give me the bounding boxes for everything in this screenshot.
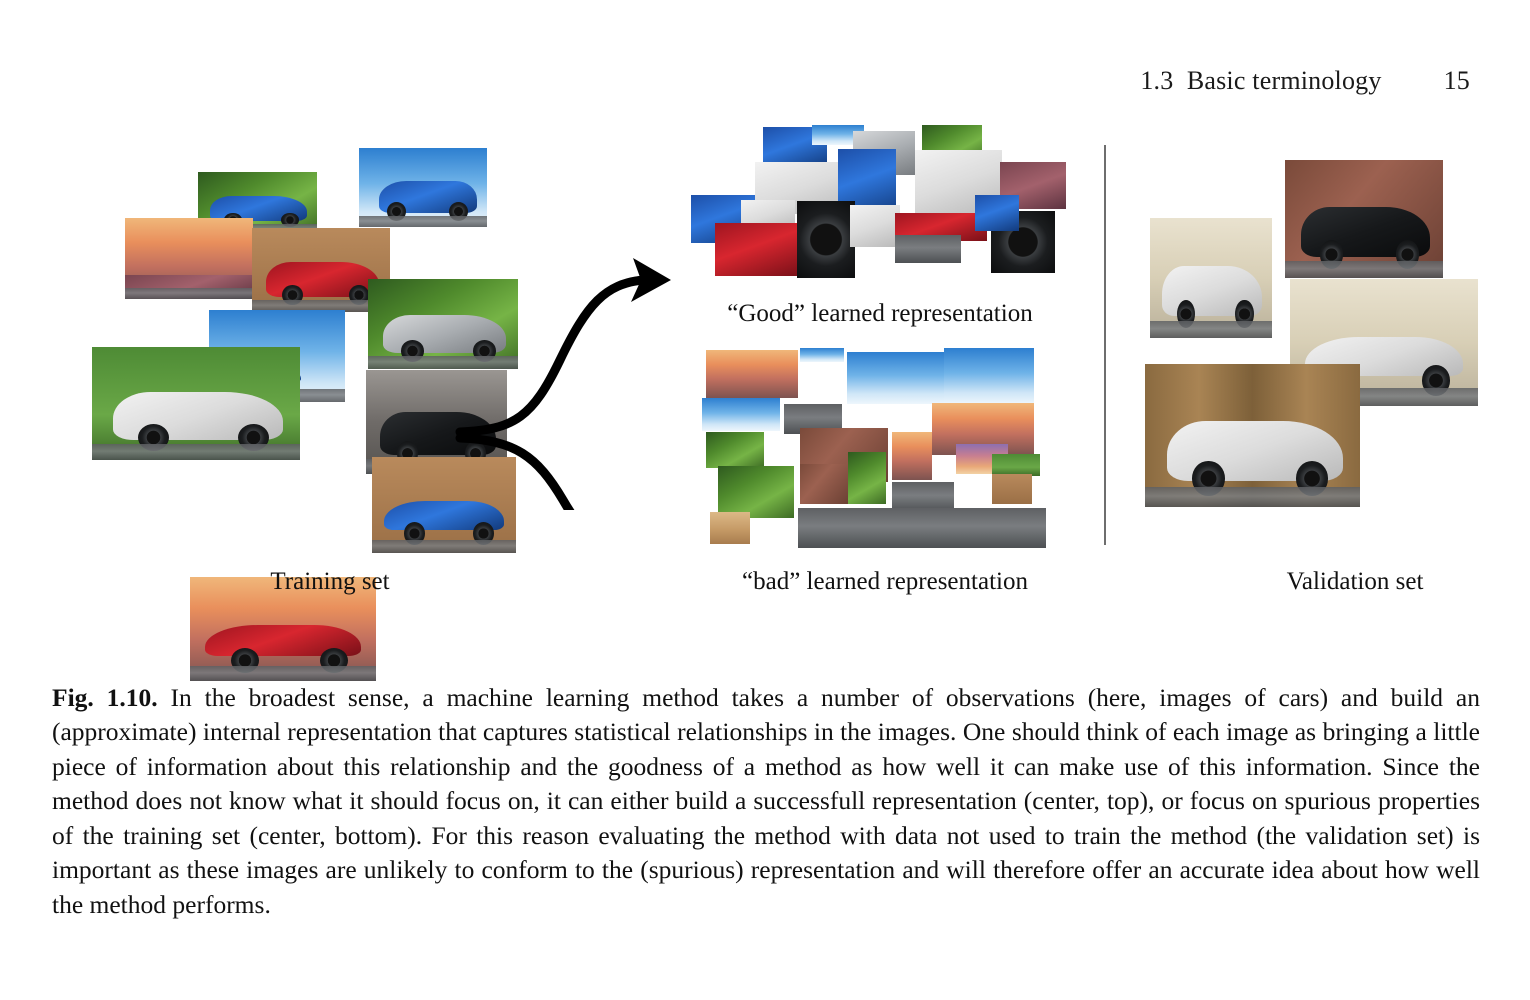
car-wheel — [472, 522, 495, 546]
ground-strip — [1150, 321, 1272, 338]
patch-blue-roof — [812, 125, 864, 145]
patch-red-bumper — [715, 223, 799, 276]
running-head: 1.3 Basic terminology 15 — [1140, 66, 1470, 96]
ground-strip — [198, 223, 317, 232]
car-wheel — [1395, 240, 1420, 269]
patch-field-green — [992, 454, 1040, 476]
bad-representation-label: “bad” learned representation — [742, 568, 1028, 595]
patch-asphalt — [895, 235, 961, 263]
patch-sea-horizon — [702, 398, 780, 431]
ground-strip — [372, 539, 516, 553]
patch-racetrack — [892, 482, 954, 512]
ground-strip — [92, 444, 300, 460]
white-range-rover-evoque — [92, 347, 300, 460]
training-set-label: Training set — [270, 568, 390, 595]
ground-strip — [252, 300, 390, 312]
ground-strip — [359, 215, 487, 227]
patch-teal-sky — [800, 348, 844, 362]
ground-strip — [368, 356, 518, 369]
patch-dark-brush — [800, 464, 848, 504]
patch-road-strip — [798, 508, 1046, 548]
page-number: 15 — [1443, 66, 1470, 95]
patch-sand — [710, 512, 750, 544]
patch-blue-sky-2 — [944, 348, 1034, 404]
running-head-title: 1.3 Basic terminology — [1140, 66, 1382, 95]
patch-wheel-left — [797, 201, 855, 278]
black-audi-brick-alley — [1285, 160, 1443, 278]
figure-caption-label: Fig. 1.10. — [52, 682, 158, 712]
patch-blue-quarter — [975, 195, 1019, 231]
ground-strip — [190, 666, 376, 681]
patch-white-sill — [850, 205, 900, 247]
car-wheel — [281, 212, 300, 228]
car-wheel — [348, 285, 370, 306]
ground-strip — [1285, 261, 1443, 278]
validation-set-label: Validation set — [1286, 568, 1424, 595]
patch-blue-sky-1 — [847, 352, 944, 404]
car-wheel — [401, 340, 424, 362]
car-wheel — [282, 285, 304, 306]
bad-representation-panel — [692, 348, 1092, 553]
ground-strip — [1145, 486, 1360, 507]
good-representation-panel — [675, 125, 1075, 290]
good-representation-label: “Good” learned representation — [727, 300, 1033, 327]
car-wheel — [1176, 299, 1196, 329]
red-classic-convertible-sunset — [190, 577, 376, 681]
row-of-white-suvs — [1150, 218, 1272, 338]
car-wheel — [448, 201, 468, 221]
white-jeep-grand-cherokee — [1145, 364, 1360, 507]
figure-caption: Fig. 1.10. In the broadest sense, a mach… — [52, 681, 1480, 923]
car-wheel — [1235, 299, 1254, 329]
figure-caption-text: In the broadest sense, a machine learnin… — [52, 682, 1480, 919]
figure-1-10: Training set “Good” learned representati… — [0, 120, 1530, 681]
patch-path-trees — [848, 452, 886, 504]
ground-strip — [125, 287, 253, 299]
arrow-to-good-head — [631, 258, 671, 302]
silver-mercedes-amg-gt — [368, 279, 518, 369]
patch-dirt-field — [992, 474, 1032, 504]
car-wheel — [1319, 240, 1344, 269]
training-set-panel — [45, 120, 518, 681]
blue-ferrari-racetrack — [359, 148, 487, 227]
patch-sunset-sky-1 — [706, 350, 798, 398]
car-wheel — [403, 522, 426, 546]
patch-sunset-trees — [892, 432, 932, 480]
sunset-road-windshield — [125, 218, 253, 299]
panel-divider — [1104, 145, 1106, 545]
red-alfa-romeo-4c — [252, 228, 390, 312]
patch-green-bush-2 — [718, 466, 794, 518]
validation-set-panel — [1140, 150, 1520, 550]
blue-audi-s5 — [372, 457, 516, 553]
patch-green-bush-1 — [706, 432, 764, 468]
car-wheel — [387, 201, 407, 221]
